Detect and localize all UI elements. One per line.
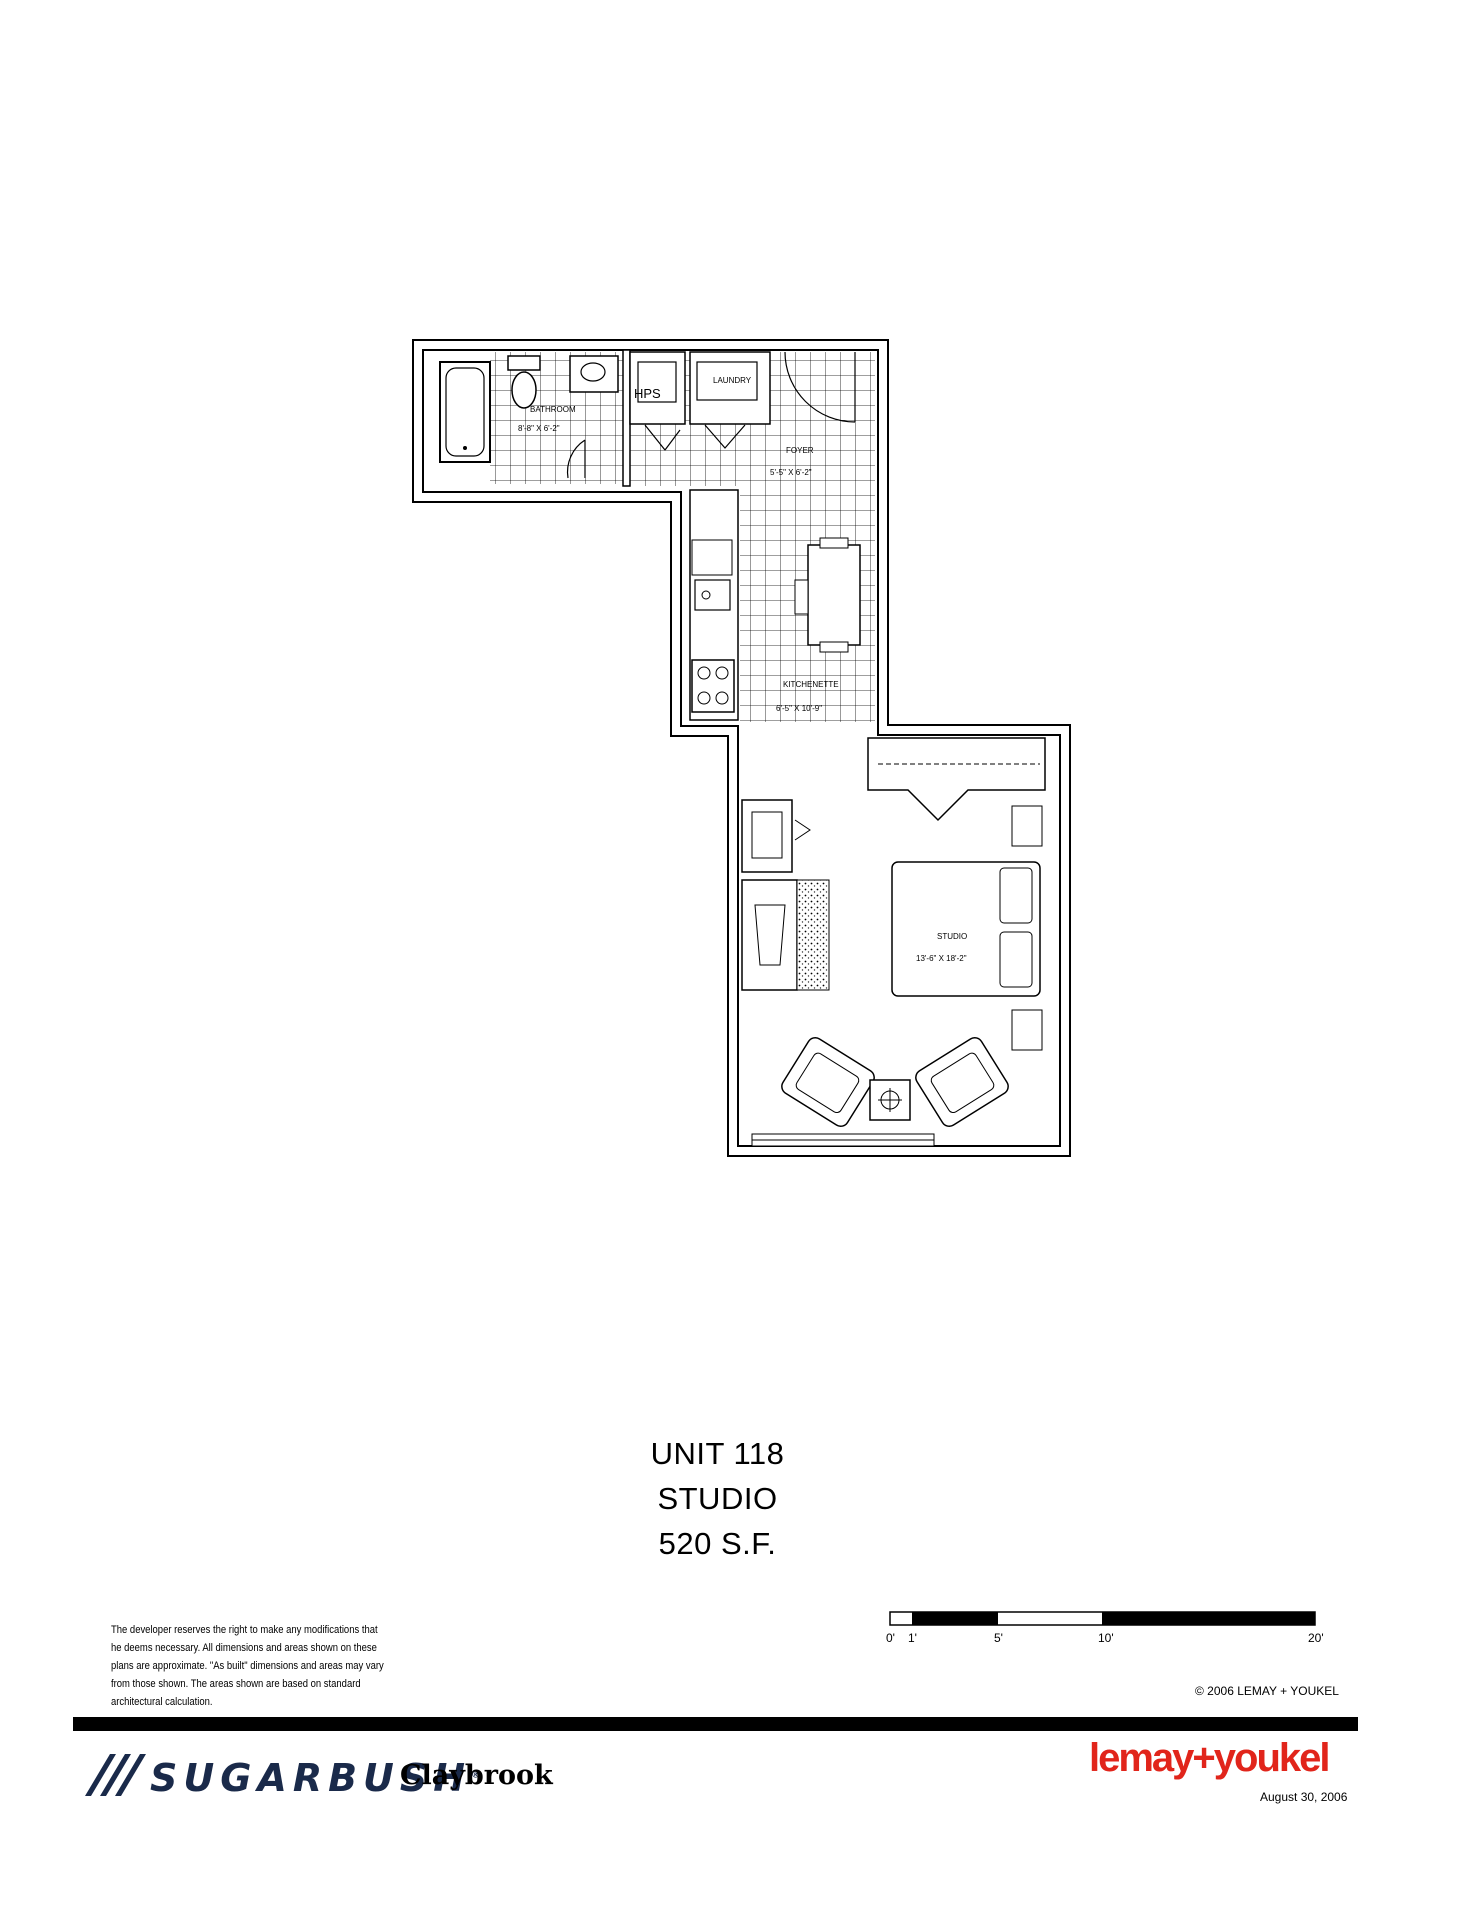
hearth (796, 879, 830, 991)
foyer-dims: 5'-5" X 6'-2" (770, 468, 812, 477)
nightstand (1011, 1009, 1043, 1051)
plan-date: August 30, 2006 (1260, 1790, 1348, 1804)
floor-plan: BATHROOM 8'-8" X 6'-2" HPS LAUNDRY FOYER… (412, 339, 1071, 1157)
unit-area: 520 S.F. (658, 1526, 777, 1561)
entry-door (784, 351, 856, 423)
armchair (781, 1036, 875, 1128)
scale-label-0: 0' (886, 1631, 895, 1645)
bathroom-wall (622, 349, 631, 487)
bathroom-door (566, 439, 586, 479)
toilet-bowl (511, 371, 537, 409)
dining-table (807, 544, 861, 646)
closet-doors (644, 424, 746, 451)
bathroom-label: BATHROOM (530, 405, 576, 414)
stove (691, 659, 735, 713)
sink (580, 362, 606, 382)
studio-closet (867, 737, 1046, 822)
hps-label: HPS (634, 386, 661, 401)
kitchenette-dims: 6'-5" X 10'-9" (776, 704, 822, 713)
scale-label-20: 20' (1308, 1631, 1324, 1645)
bathroom-dims: 8'-8" X 6'-2" (518, 424, 560, 433)
footer-rule (73, 1717, 1358, 1731)
armchair (915, 1036, 1009, 1128)
copyright: © 2006 LEMAY + YOUKEL (1195, 1684, 1339, 1698)
sugarbush-logo-icon (85, 1754, 146, 1796)
inner-wall (422, 349, 1061, 1147)
foyer-label: FOYER (786, 446, 814, 455)
claybrook-wordmark: Claybrook (400, 1760, 553, 1791)
nightstand (1011, 805, 1043, 847)
sugarbush-wordmark: SUGARBUSH® (150, 1756, 481, 1800)
scale-label-5: 5' (994, 1631, 1003, 1645)
disclaimer: The developer reserves the right to make… (111, 1624, 384, 1708)
scale-label-10: 10' (1098, 1631, 1114, 1645)
studio-label: STUDIO (937, 932, 967, 941)
scale-bar: 0' 1' 5' 10' 20' (886, 1611, 1324, 1645)
scale-label-1: 1' (908, 1631, 917, 1645)
kitchenette-label: KITCHENETTE (783, 680, 839, 689)
toilet-tank (507, 355, 541, 371)
studio-dims: 13'-6" X 18'-2" (916, 954, 967, 963)
unit-number: UNIT 118 (650, 1436, 785, 1471)
laundry-label: LAUNDRY (713, 376, 752, 385)
unit-type: STUDIO (657, 1481, 778, 1516)
kitchen-sink (694, 579, 731, 611)
lemay-youkel-logo: lemay+youkel (1089, 1736, 1330, 1780)
